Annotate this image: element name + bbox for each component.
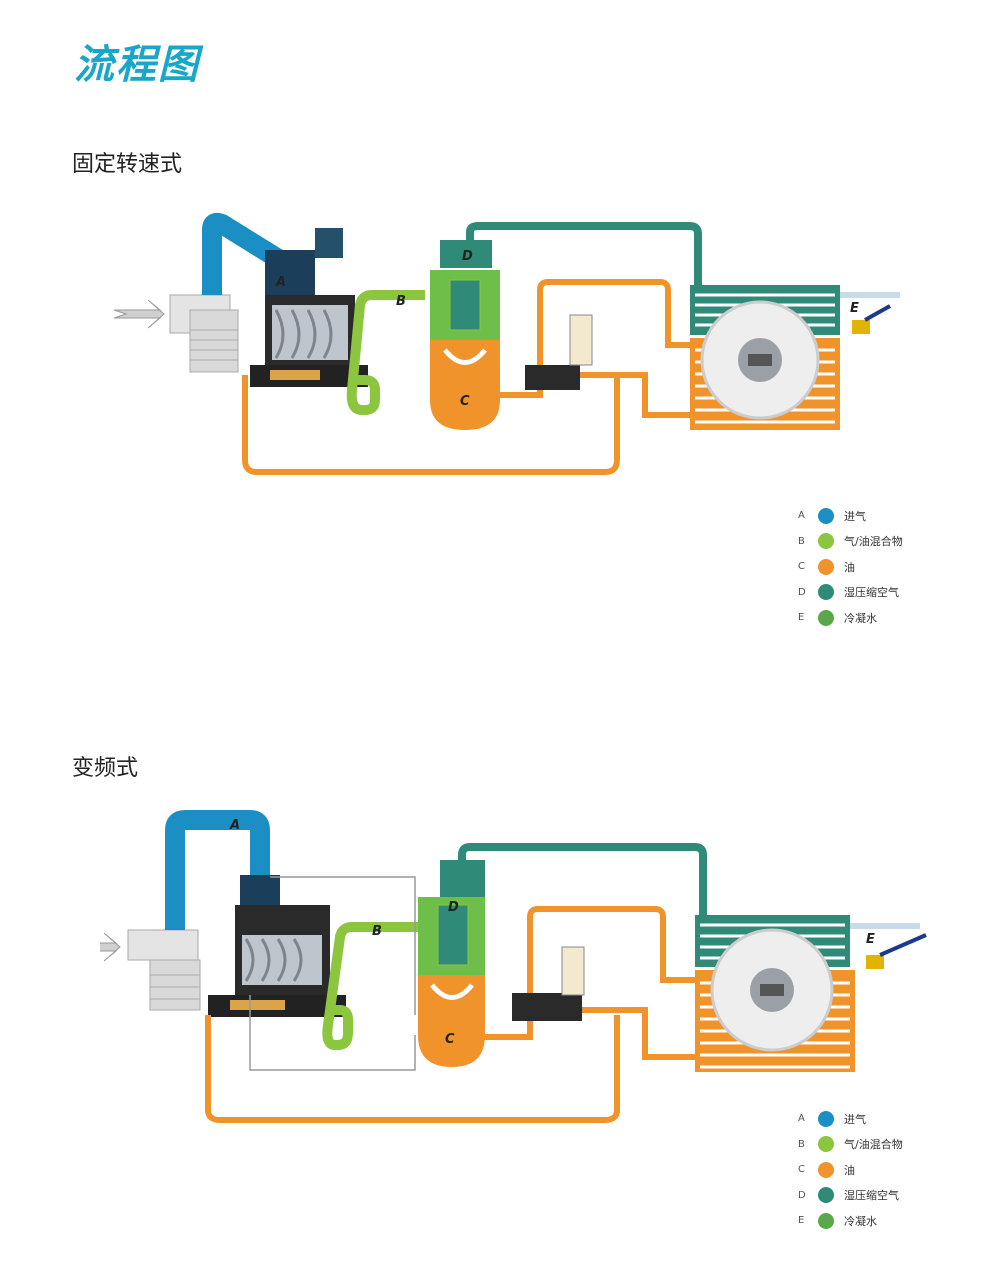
oil-separator [430,240,500,430]
air-filter [127,929,201,1011]
label-a: A [229,818,240,833]
oil-pipe-from-cooler [580,372,690,418]
label-b: B [372,924,382,939]
drain-valve-icon [850,923,927,969]
legend-dot [818,1161,834,1178]
intake-pipe [202,212,286,295]
legend-dot [818,1136,834,1153]
section-title-variable-speed: 变频式 [72,756,139,781]
label-c: C [460,394,470,409]
legend-dot [818,584,834,601]
intake-arrow-icon [113,299,165,329]
drain-valve-icon [840,292,900,334]
thermostatic-valve [512,946,585,1021]
oil-pipe-return [242,375,620,475]
oil-pipe-to-cooler [480,906,695,1040]
air-filter [169,294,239,373]
intake-pipe [165,810,270,930]
cooler [695,915,855,1072]
compressor-element [250,228,368,387]
legend-dot [818,609,834,626]
intake-arrow-icon [100,932,121,962]
label-c: C [445,1032,455,1047]
oil-pipe-to-cooler [495,279,690,398]
cooler [690,285,840,430]
flow-diagram-fixed-speed: A B C D E [113,212,900,475]
compressor-element [208,875,346,1017]
legend-dot [818,1187,834,1204]
thermostatic-valve [525,314,593,390]
wet-air-pipe [456,843,707,917]
label-e: E [866,932,875,947]
legend-dot [818,558,834,575]
label-d: D [448,900,459,915]
oil-separator [418,860,485,1067]
control-line [249,876,416,1071]
mix-pipe [322,922,420,1050]
legend-dot [818,1212,834,1229]
wet-air-pipe [466,222,702,290]
legend-dot [818,1110,834,1127]
section-title-fixed-speed: 固定转速式 [72,152,183,177]
legend-dot [818,533,834,550]
oil-pipe-from-cooler [580,1007,695,1060]
flow-diagram-variable-speed: A B C D E [100,810,927,1123]
page-title: 流程图 [74,42,200,88]
mix-pipe [346,290,425,415]
label-d: D [462,249,473,264]
label-e: E [850,301,859,316]
label-a: A [275,275,286,290]
label-b: B [396,294,406,309]
oil-pipe-return [205,1015,620,1123]
legend-dot [818,507,834,524]
